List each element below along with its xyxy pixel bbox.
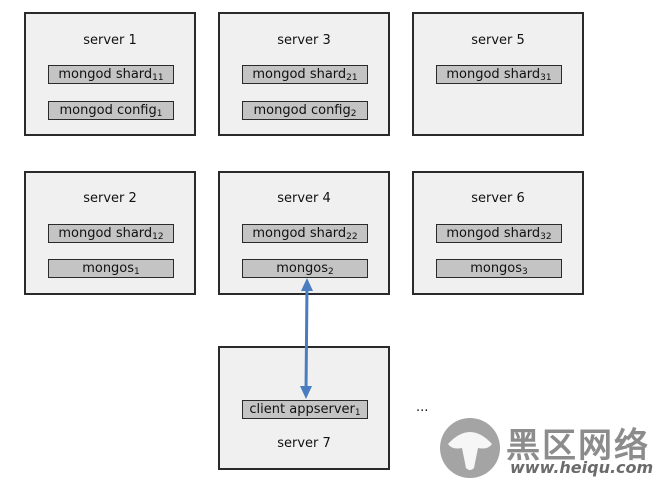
arrow-head-up: [301, 278, 313, 291]
component-mongod-shard: mongod shard31: [436, 65, 562, 84]
server-7-box: client appserver1 server 7: [218, 346, 390, 470]
server-5-box: server 5 mongod shard31: [412, 12, 584, 136]
server-title: server 4: [277, 191, 331, 206]
component-mongod-config: mongod config1: [48, 101, 174, 120]
mushroom-logo-icon: [440, 418, 500, 478]
watermark-name: 黑区网络: [506, 426, 650, 466]
server-1-box: server 1 mongod shard11 mongod config1: [24, 12, 196, 136]
arrow-head-down: [300, 386, 312, 399]
component-mongod-shard: mongod shard11: [48, 65, 174, 84]
component-mongod-shard: mongod shard32: [436, 224, 562, 243]
server-title: server 1: [83, 33, 137, 48]
server-title: server 6: [471, 191, 525, 206]
arrow-line: [304, 284, 309, 393]
server-title: server 5: [471, 33, 525, 48]
component-mongod-shard: mongod shard12: [48, 224, 174, 243]
component-client-appserver: client appserver1: [242, 400, 368, 419]
server-6-box: server 6 mongod shard32 mongos3: [412, 171, 584, 295]
component-mongos: mongos3: [436, 259, 562, 278]
component-mongod-shard: mongod shard22: [242, 224, 368, 243]
component-mongos: mongos1: [48, 259, 174, 278]
watermark-url: www.heiqu.com: [510, 458, 654, 477]
server-4-box: server 4 mongod shard22 mongos2: [218, 171, 390, 295]
server-3-box: server 3 mongod shard21 mongod config2: [218, 12, 390, 136]
component-mongos: mongos2: [242, 259, 368, 278]
component-mongod-shard: mongod shard21: [242, 65, 368, 84]
component-mongod-config: mongod config2: [242, 101, 368, 120]
watermark: 黑区网络 www.heiqu.com: [438, 414, 670, 482]
server-2-box: server 2 mongod shard12 mongos1: [24, 171, 196, 295]
ellipsis-more-servers: ...: [416, 400, 429, 415]
server-title: server 7: [277, 436, 331, 451]
server-title: server 2: [83, 191, 137, 206]
server-title: server 3: [277, 33, 331, 48]
